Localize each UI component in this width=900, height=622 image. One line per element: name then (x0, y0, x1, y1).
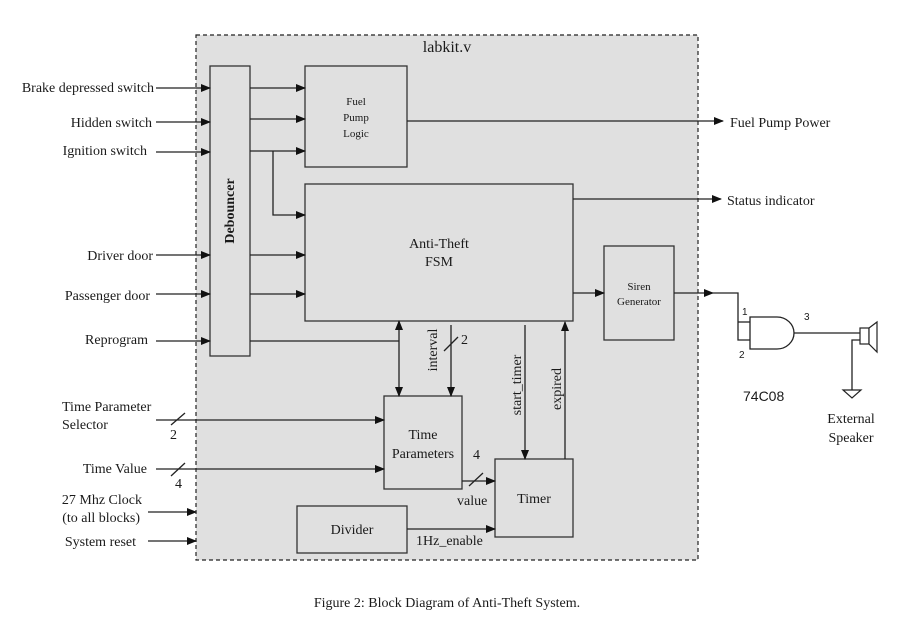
value-label: value (457, 494, 487, 509)
fsm-label-1: Anti-Theft (409, 237, 469, 252)
siren-label-2: Generator (617, 296, 661, 308)
siren-generator-block: Siren Generator (603, 245, 675, 341)
selector-width: 2 (170, 428, 177, 443)
siren-label-1: Siren (627, 281, 651, 293)
input-time-param-selector-label-1: Time Parameter (62, 400, 152, 415)
time-params-label-2: Parameters (392, 447, 454, 462)
fuel-pump-label-1: Fuel (346, 96, 366, 108)
gate-pin-2: 2 (739, 350, 745, 361)
fuel-pump-label-2: Pump (343, 112, 369, 124)
input-hidden-label: Hidden switch (71, 116, 152, 131)
output-fuel-pump-power-label: Fuel Pump Power (730, 116, 831, 131)
speaker-label-2: Speaker (828, 431, 873, 446)
time-value-bus-slash (170, 462, 186, 477)
fuel-pump-label-3: Logic (343, 128, 369, 140)
value-width: 4 (473, 448, 480, 463)
gate-pin-3: 3 (804, 312, 810, 323)
ground-icon (841, 389, 863, 399)
speaker-label-1: External (827, 412, 875, 427)
time-value-width: 4 (175, 477, 182, 492)
input-passenger-door-label: Passenger door (65, 289, 150, 304)
selector-bus-slash (170, 412, 186, 426)
wire-ignition-to-fsm (272, 151, 306, 219)
time-parameters-block: Time Parameters (383, 395, 463, 490)
input-time-value-label: Time Value (83, 462, 147, 477)
module-title: labkit.v (423, 39, 471, 56)
debouncer-block: Debouncer (209, 65, 251, 357)
fuel-pump-logic-block: Fuel Pump Logic (304, 65, 408, 168)
one-hz-label: 1Hz_enable (416, 534, 483, 549)
gate-pin-1: 1 (742, 307, 748, 318)
gate-part-number: 74C08 (743, 388, 784, 404)
interval-bus-slash (443, 336, 459, 352)
output-status-indicator-label: Status indicator (727, 194, 815, 209)
input-clock-label-2: (to all blocks) (62, 511, 140, 526)
input-reset-label: System reset (65, 535, 136, 550)
and-gate-74c08 (713, 292, 860, 350)
fsm-label-2: FSM (425, 255, 454, 270)
divider-block: Divider (296, 505, 408, 554)
start-timer-label: start_timer (510, 354, 525, 415)
timer-block: Timer (494, 458, 574, 538)
debouncer-label: Debouncer (223, 178, 238, 243)
timer-label: Timer (517, 492, 551, 507)
input-ignition-label: Ignition switch (63, 144, 147, 159)
anti-theft-fsm-block: Anti-Theft FSM (304, 183, 574, 322)
interval-width: 2 (461, 333, 468, 348)
time-params-label-1: Time (408, 428, 437, 443)
divider-label: Divider (331, 523, 374, 538)
input-reprogram-label: Reprogram (85, 333, 148, 348)
interval-label: interval (426, 329, 441, 372)
input-brake-label: Brake depressed switch (22, 81, 154, 96)
input-clock-label-1: 27 Mhz Clock (62, 493, 142, 508)
value-bus-slash (468, 472, 484, 487)
speaker-icon (851, 320, 878, 390)
figure-caption: Figure 2: Block Diagram of Anti-Theft Sy… (314, 596, 580, 611)
input-driver-door-label: Driver door (87, 249, 153, 264)
input-time-param-selector-label-2: Selector (62, 418, 108, 433)
expired-label: expired (550, 368, 565, 410)
